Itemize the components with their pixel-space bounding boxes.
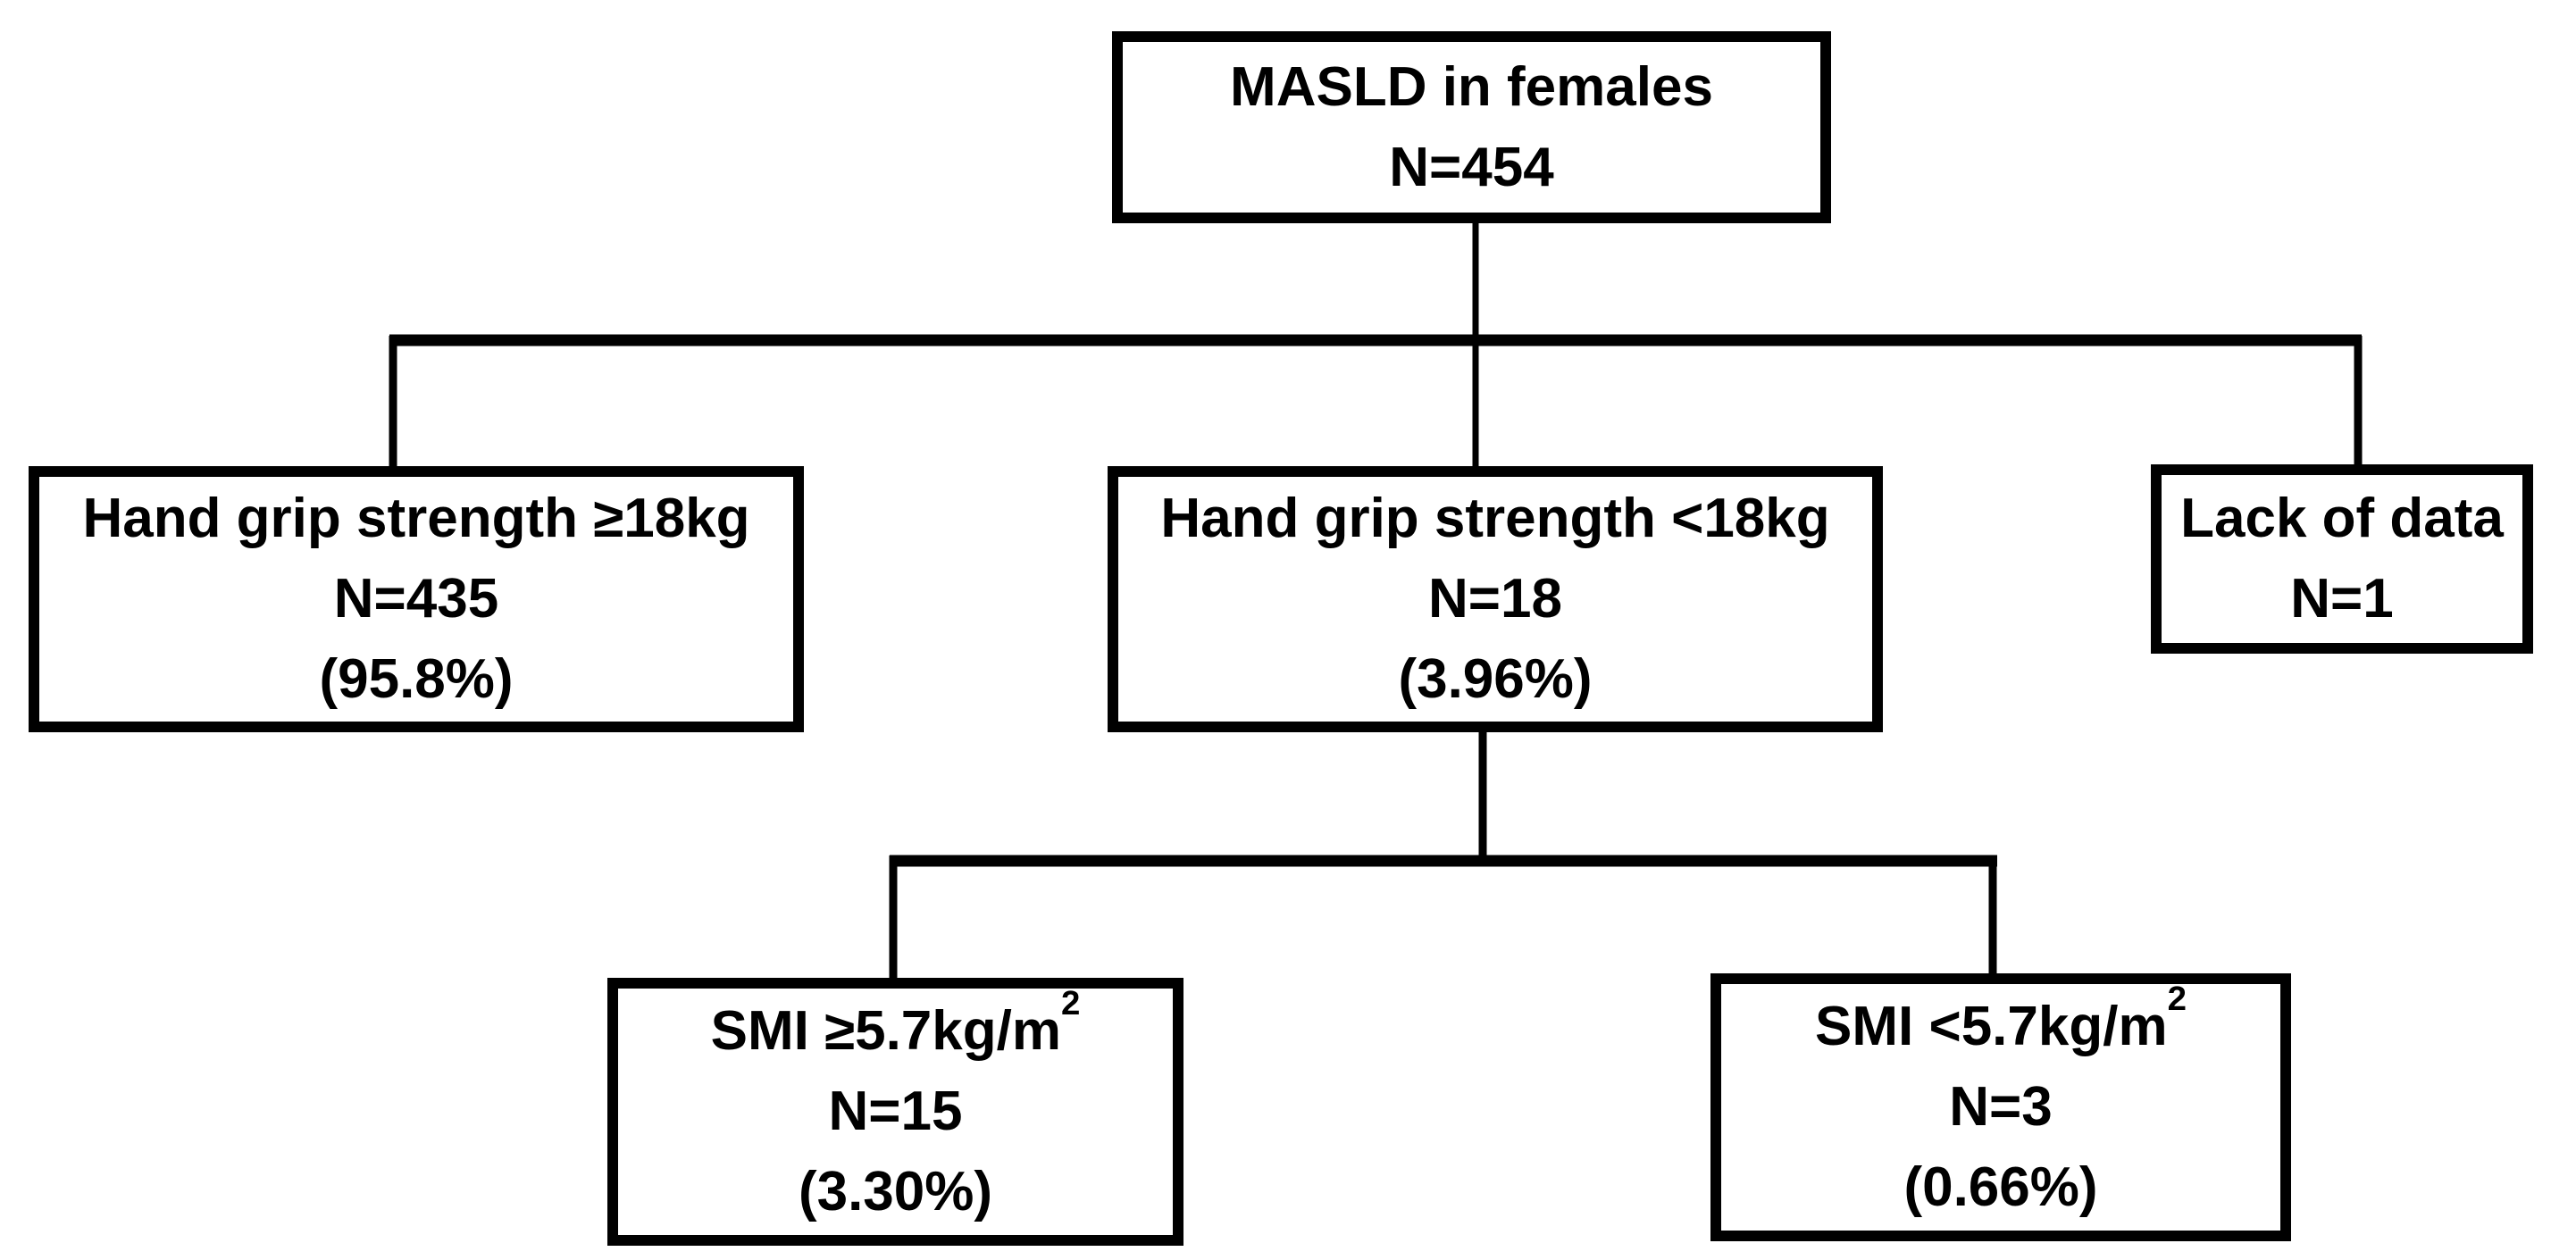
- node-title: Hand grip strength ≥18kg: [82, 488, 750, 549]
- node-lack-of-data: Lack of data N=1: [2151, 464, 2533, 654]
- node-title-text: SMI <5.7kg/m: [1815, 996, 2168, 1057]
- node-title-superscript: 2: [1061, 984, 1081, 1023]
- node-grip-strength-lt18kg: Hand grip strength <18kg N=18 (3.96%): [1108, 466, 1883, 732]
- node-count: N=435: [333, 568, 499, 630]
- node-count: N=3: [1949, 1076, 2053, 1138]
- node-smi-lt57: SMI <5.7kg/m2 N=3 (0.66%): [1710, 973, 2291, 1241]
- node-percent: (0.66%): [1903, 1156, 2098, 1218]
- node-count: N=1: [2290, 568, 2394, 630]
- node-percent: (3.30%): [798, 1161, 993, 1222]
- node-title: Lack of data: [2180, 488, 2504, 549]
- node-title: SMI ≥5.7kg/m2: [710, 986, 1081, 1072]
- node-count: N=454: [1389, 136, 1554, 198]
- node-title-superscript: 2: [2167, 980, 2187, 1019]
- node-title: Hand grip strength <18kg: [1160, 488, 1830, 549]
- node-title-text: SMI ≥5.7kg/m: [710, 1000, 1061, 1062]
- node-count: N=18: [1428, 568, 1562, 630]
- node-grip-strength-ge18kg: Hand grip strength ≥18kg N=435 (95.8%): [29, 466, 804, 732]
- node-count: N=15: [828, 1081, 963, 1142]
- node-smi-ge57: SMI ≥5.7kg/m2 N=15 (3.30%): [607, 978, 1183, 1246]
- node-masld-in-females: MASLD in females N=454: [1112, 31, 1831, 223]
- node-title: SMI <5.7kg/m2: [1815, 981, 2187, 1067]
- node-percent: (95.8%): [319, 648, 514, 710]
- node-percent: (3.96%): [1398, 648, 1593, 710]
- node-title: MASLD in females: [1230, 55, 1713, 118]
